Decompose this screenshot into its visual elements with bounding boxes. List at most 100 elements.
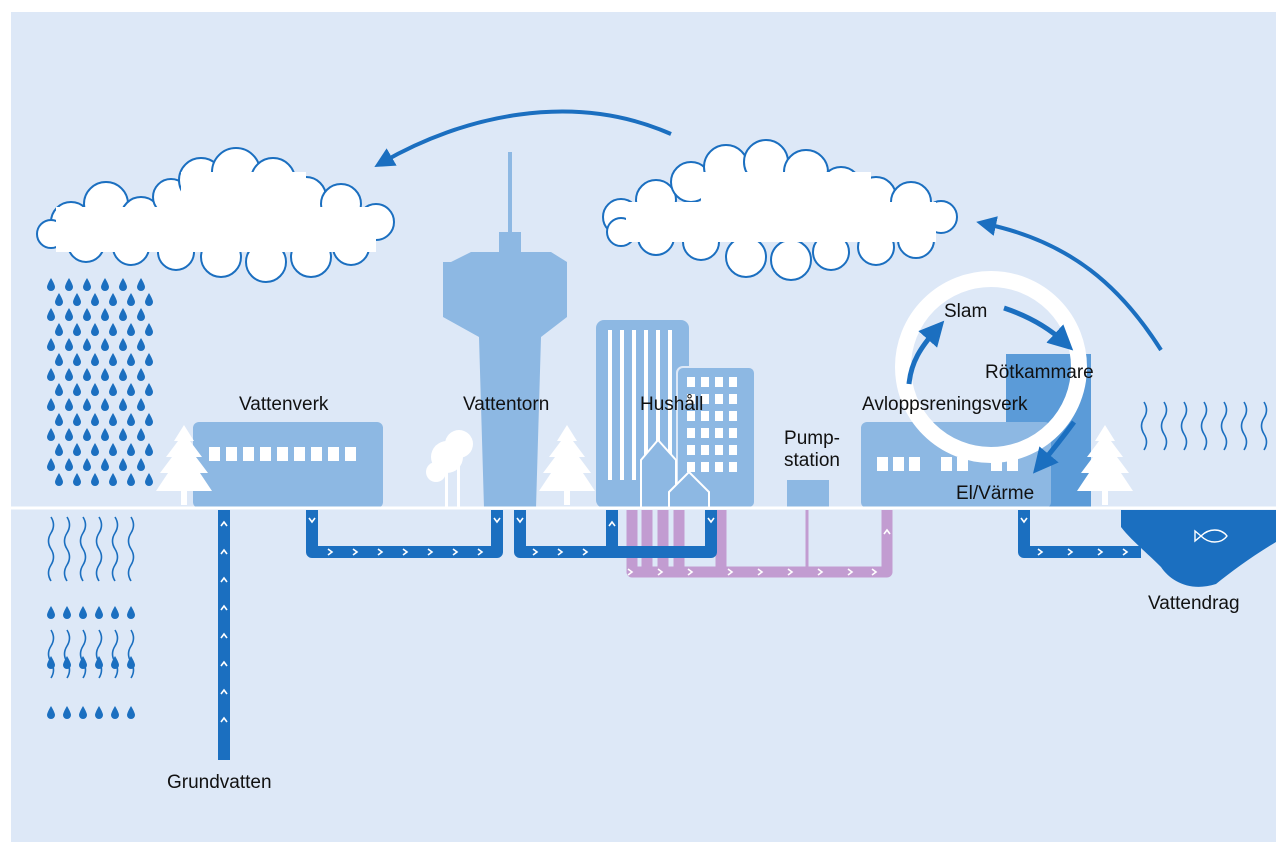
rain-drop [65,338,73,351]
rain-drop [137,398,145,411]
rain-drop [127,443,135,456]
rain-drop [109,473,117,486]
building-window [729,462,737,472]
rain-drop [127,656,135,669]
building-window [687,462,695,472]
rain-drop [145,383,153,396]
rain-drop [65,368,73,381]
rain-drop [145,413,153,426]
rain-drop [127,606,135,619]
rain-drop [137,428,145,441]
building-window [729,377,737,387]
rain-drop [73,353,81,366]
rain-drop [101,308,109,321]
rain-drop [109,323,117,336]
water-tower [443,152,567,508]
label-slam: Slam [944,301,988,322]
rain-drop [91,413,99,426]
building-window [715,377,723,387]
rain-drop [119,428,127,441]
building-window [701,394,709,404]
rain-drop [73,293,81,306]
rain-drop [109,293,117,306]
rain-drop [101,338,109,351]
cloud-right [602,139,958,281]
building-window [729,411,737,421]
rain-drop [145,353,153,366]
label-vattentorn: Vattentorn [463,394,550,415]
building-window [701,411,709,421]
cloud-left [36,147,395,283]
water-cycle-diagram: Vattenverk Vattentorn Hushåll Pump- stat… [11,12,1276,842]
rain-drop [145,443,153,456]
rain-drop [47,278,55,291]
rain-drop [91,353,99,366]
rain-drop [47,606,55,619]
rain-drop [95,706,103,719]
building-window [701,428,709,438]
label-el-varme: El/Värme [956,483,1035,504]
rain-drop [83,398,91,411]
rain-drop [109,413,117,426]
rain-drops [47,278,153,719]
rain-drop [145,323,153,336]
rain-drop [55,443,63,456]
rain-drop [47,428,55,441]
label-pump-line1: Pump- [784,428,840,449]
building-window [715,445,723,455]
rain-drop [137,368,145,381]
rain-drop [47,656,55,669]
rain-drop [91,473,99,486]
rain-drop [63,606,71,619]
rain-drop [111,606,119,619]
building-window [729,428,737,438]
rain-drop [73,383,81,396]
sludge-cycle-ring [895,271,1087,474]
sewage-pipes [626,510,893,578]
rain-drop [79,656,87,669]
label-vattenverk: Vattenverk [239,394,329,415]
label-pumpstation: Pump- station [779,428,845,472]
rain-drop [111,706,119,719]
rain-drop [119,308,127,321]
rain-drop [47,458,55,471]
rain-drop [79,706,87,719]
rain-drop [127,353,135,366]
rain-drop [95,606,103,619]
rain-drop [101,428,109,441]
label-hushall: Hushåll [640,394,704,415]
rain-drop [65,428,73,441]
rain-drop [91,443,99,456]
rain-drop [83,458,91,471]
rain-drop [47,398,55,411]
rain-drop [101,398,109,411]
rain-drop [55,473,63,486]
building-window [729,394,737,404]
building-window [701,377,709,387]
rain-drop [55,323,63,336]
rain-drop [127,473,135,486]
label-rotkammare: Rötkammare [985,362,1094,383]
rain-drop [65,308,73,321]
deciduous-tree [426,430,473,507]
rain-drop [119,368,127,381]
rain-drop [83,428,91,441]
building-window [687,411,695,421]
rain-drop [119,338,127,351]
building-window [715,411,723,421]
building-window [729,445,737,455]
rain-drop [63,656,71,669]
rain-drop [73,413,81,426]
rain-drop [65,458,73,471]
rain-drop [119,458,127,471]
rain-drop [127,413,135,426]
rain-drop [137,458,145,471]
label-vattendrag: Vattendrag [1148,593,1240,614]
rain-drop [119,278,127,291]
rain-drop [127,323,135,336]
rain-drop [109,443,117,456]
rain-drop [83,368,91,381]
building-window [687,394,695,404]
rain-drop [127,706,135,719]
rain-drop [101,368,109,381]
